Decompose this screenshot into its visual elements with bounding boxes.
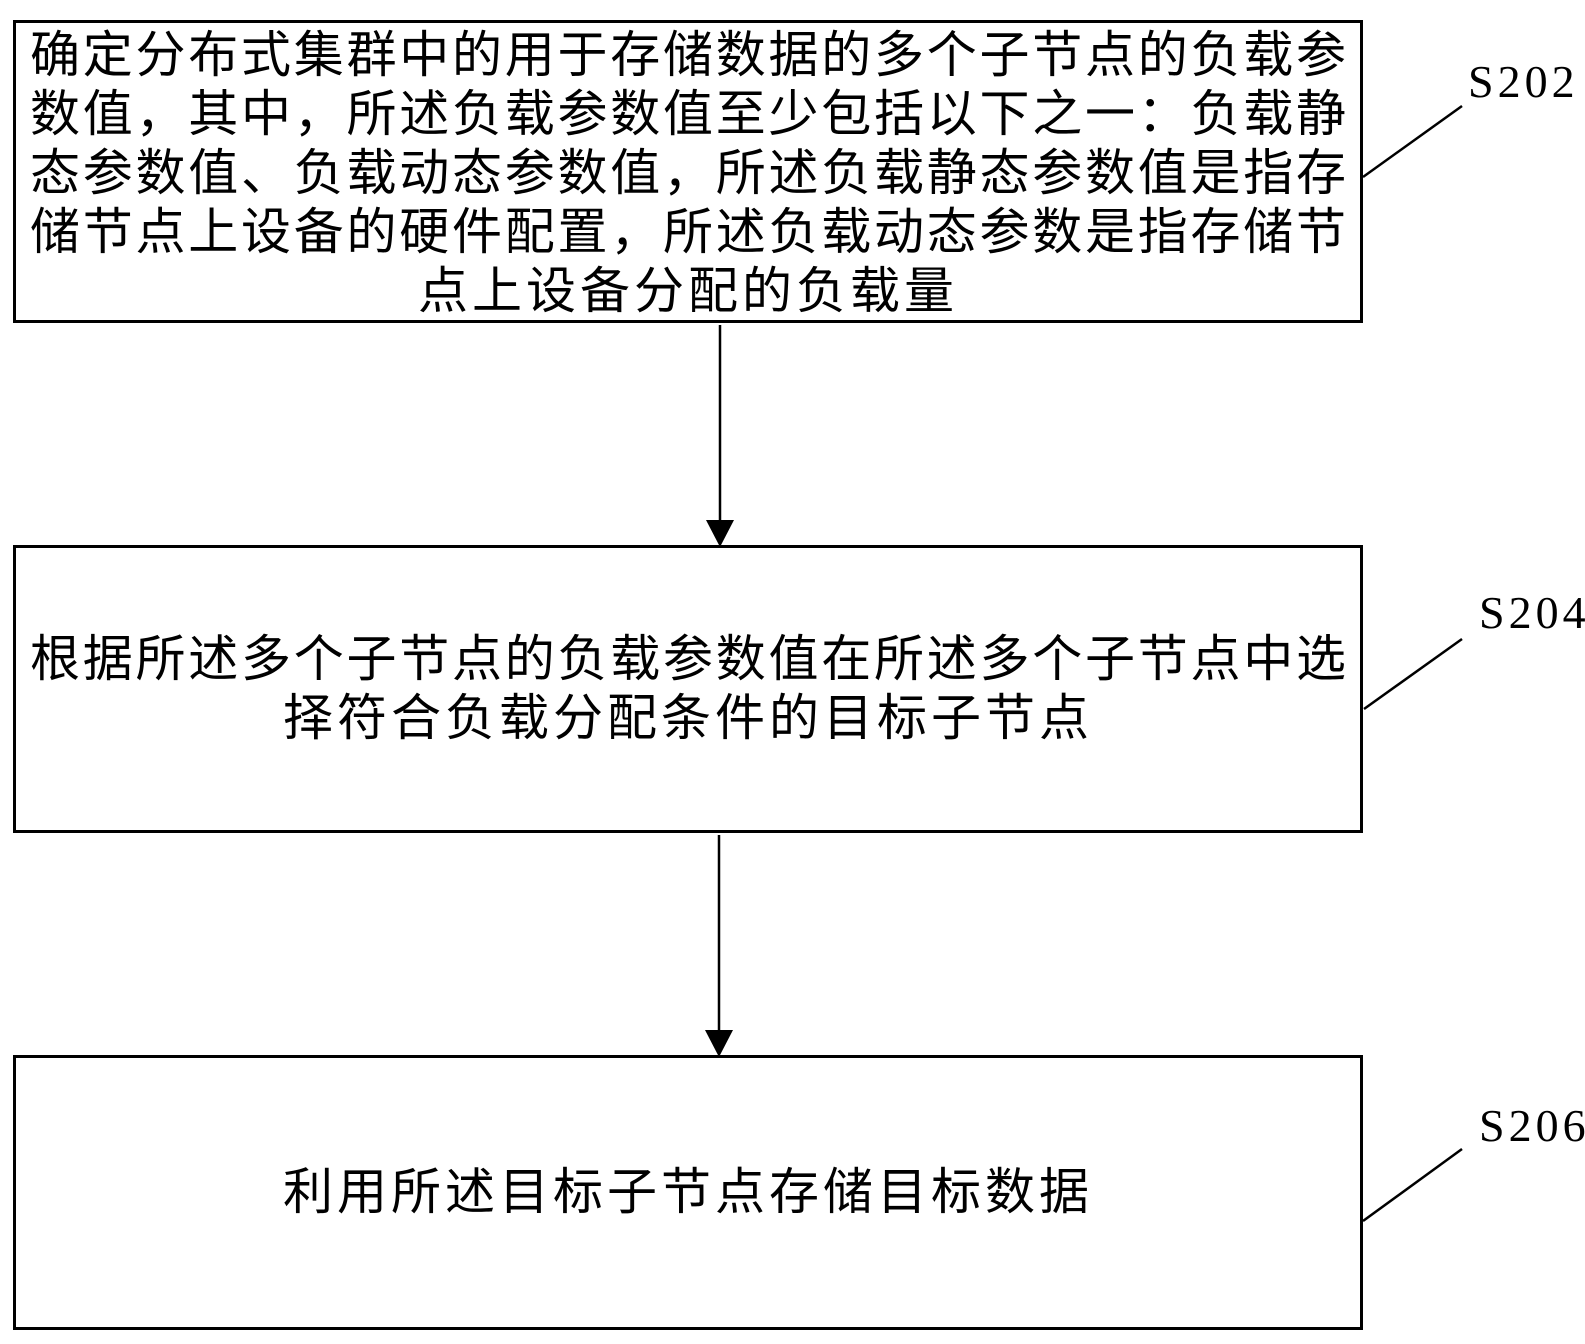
step-label-s206: S206	[1479, 1100, 1585, 1151]
arrow-down-icon	[706, 520, 734, 547]
step-label-s204: S204	[1479, 587, 1585, 638]
step-s202-text-line-5: 点上设备分配的负载量	[418, 262, 958, 320]
step-s202-text-line-3: 态参数值、负载动态参数值，所述负载静态参数值是指存	[30, 144, 1346, 202]
step-s202-text-line-1: 确定分布式集群中的用于存储数据的多个子节点的负载参	[30, 26, 1346, 84]
leader-line-s204	[1363, 637, 1463, 711]
step-box-s202: 确定分布式集群中的用于存储数据的多个子节点的负载参 数值，其中，所述负载参数值至…	[13, 20, 1363, 323]
step-s202-text-line-4: 储节点上设备的硬件配置，所述负载动态参数是指存储节	[30, 203, 1346, 261]
step-s202-text-line-2: 数值，其中，所述负载参数值至少包括以下之一：负载静	[30, 85, 1346, 143]
step-s204-text-line-1: 根据所述多个子节点的负载参数值在所述多个子节点中选	[30, 630, 1346, 688]
step-box-s204: 根据所述多个子节点的负载参数值在所述多个子节点中选 择符合负载分配条件的目标子节…	[13, 545, 1363, 833]
step-s204-text-line-2: 择符合负载分配条件的目标子节点	[283, 689, 1093, 747]
leader-line-s206	[1362, 1147, 1463, 1223]
leader-line-s202	[1362, 104, 1463, 179]
step-s206-text-line-1: 利用所述目标子节点存储目标数据	[283, 1163, 1093, 1221]
arrow-down-icon	[705, 1030, 733, 1057]
step-label-s202: S202	[1468, 56, 1579, 107]
step-box-s206: 利用所述目标子节点存储目标数据	[13, 1055, 1363, 1330]
